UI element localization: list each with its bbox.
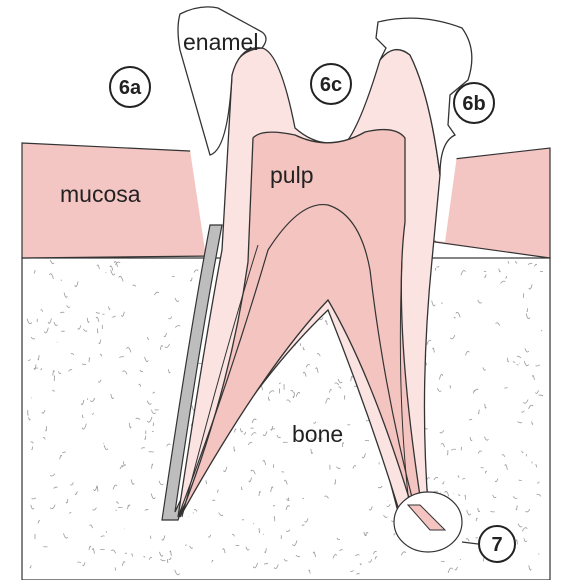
marker-7-label: 7 <box>491 534 502 556</box>
pulp-label: pulp <box>270 162 313 188</box>
marker-6b-label: 6b <box>462 93 485 115</box>
bone-label: bone <box>292 421 343 447</box>
bone-speckle <box>98 329 99 333</box>
marker-7: 7 <box>479 526 515 562</box>
marker-6c-label: 6c <box>320 74 342 96</box>
marker-6c: 6c <box>311 64 351 104</box>
marker-6a: 6a <box>110 67 150 107</box>
marker-6b: 6b <box>454 83 494 123</box>
enamel-label: enamel <box>183 29 258 55</box>
mucosa-label: mucosa <box>60 181 141 207</box>
marker-6a-label: 6a <box>119 77 142 99</box>
